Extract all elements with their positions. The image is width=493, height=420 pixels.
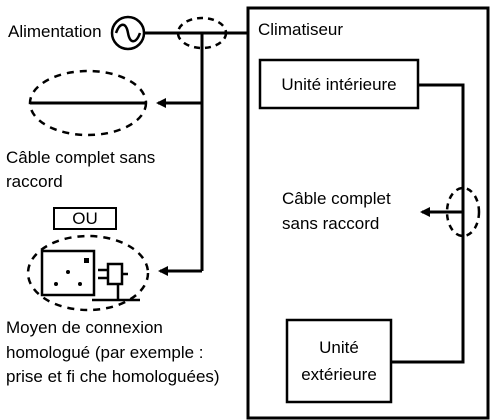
approved-label-1: Moyen de connexion <box>6 318 163 337</box>
indoor-unit-box <box>258 58 420 110</box>
internal-cable <box>391 83 465 364</box>
outdoor-unit-text-1: Unité <box>319 338 359 357</box>
ac-power-symbol-icon <box>110 15 146 51</box>
cable-left-label-1: Câble complet sans <box>6 148 156 167</box>
or-label: OU <box>72 208 98 228</box>
outdoor-unit-text-2: extérieure <box>301 365 377 384</box>
power-label: Alimentation <box>8 22 102 41</box>
cable-right-label-1: Câble complet <box>282 189 391 208</box>
indoor-unit-label: Unité intérieure <box>260 60 418 108</box>
plug-socket-icon <box>40 249 140 302</box>
approved-label-2: homologué (par exemple : <box>6 343 204 362</box>
outdoor-unit-box <box>285 318 393 404</box>
cable-left-label-2: raccord <box>6 172 63 191</box>
cable-right-label-2: sans raccord <box>282 214 380 233</box>
approved-label-3: prise et fi che homologuées) <box>6 367 220 386</box>
climatiseur-box <box>246 6 490 420</box>
or-box: OU <box>53 207 117 230</box>
indoor-unit-text: Unité intérieure <box>281 74 397 94</box>
outdoor-unit-label: Unité extérieure <box>287 320 391 402</box>
top-dashed-connection <box>176 16 228 50</box>
plug-dashed-ellipse <box>26 234 150 312</box>
right-dashed-ellipse <box>445 186 481 238</box>
aircon-label: Climatiseur <box>258 20 344 39</box>
